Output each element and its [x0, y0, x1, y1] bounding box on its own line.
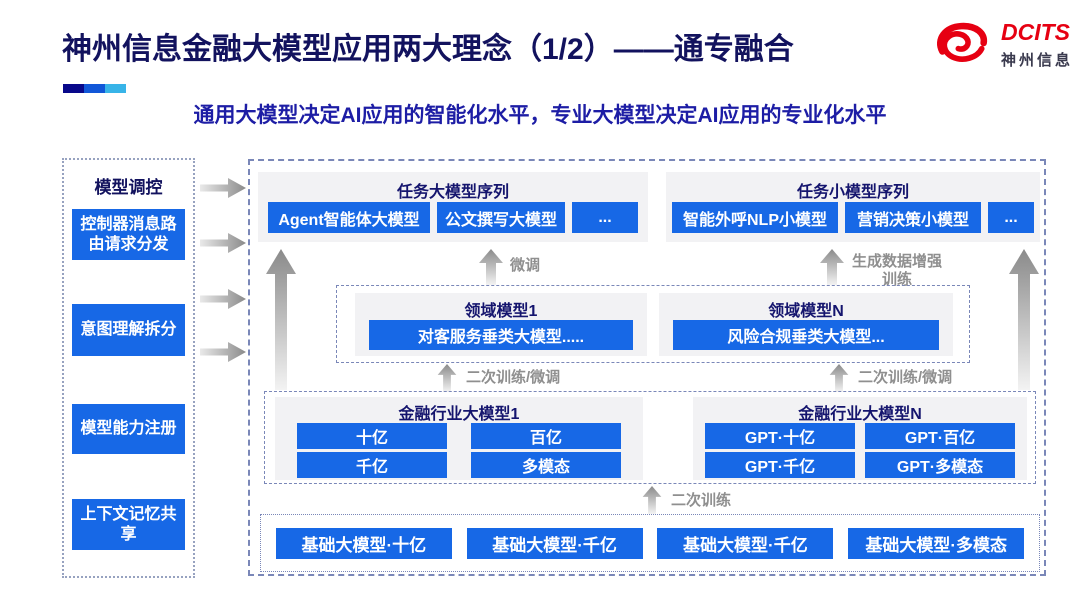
slide-subtitle: 通用大模型决定AI应用的智能化水平，专业大模型决定AI应用的专业化水平: [193, 104, 887, 127]
model-control-panel: 模型调控 控制器消息路由请求分发 意图理解拆分 模型能力注册 上下文记忆共享: [62, 158, 195, 578]
model-architecture-container: 任务大模型序列 Agent智能体大模型 公文撰写大模型 ... 任务小模型序列 …: [248, 159, 1046, 576]
sidebar-item-intent: 意图理解拆分: [72, 304, 185, 356]
arrow-up-icon: [437, 364, 457, 392]
node-scale: 百亿: [471, 423, 621, 449]
node-customer-service-model: 对客服务垂类大模型.....: [369, 320, 633, 350]
domain-model-n-panel: 领域模型N 风险合规垂类大模型...: [659, 293, 953, 356]
sidebar-item-router: 控制器消息路由请求分发: [72, 209, 185, 260]
arrow-right-icon: [200, 289, 246, 309]
sidebar-item-context: 上下文记忆共享: [72, 499, 185, 550]
node-marketing-model: 营销决策小模型: [845, 202, 981, 233]
dcits-swirl-icon: [933, 20, 993, 71]
node-risk-compliance-model: 风险合规垂类大模型...: [673, 320, 939, 350]
label-augment-training: 生成数据增强训练: [851, 253, 942, 288]
node-ellipsis: ...: [988, 202, 1034, 233]
label-finetune: 微调: [510, 257, 541, 274]
arrow-right-icon: [200, 233, 246, 253]
panel-title: 领域模型N: [768, 303, 844, 320]
task-small-model-panel: 任务小模型序列 智能外呼NLP小模型 营销决策小模型 ...: [666, 172, 1040, 242]
arrow-up-icon: [642, 486, 662, 514]
node-gpt-scale: GPT·千亿: [705, 452, 855, 478]
domain-model-1-panel: 领域模型1 对客服务垂类大模型.....: [355, 293, 647, 356]
sidebar-title: 模型调控: [94, 178, 163, 197]
industry-model-n-panel: 金融行业大模型N GPT·十亿 GPT·百亿 GPT·千亿 GPT·多模态: [693, 397, 1027, 480]
sidebar-item-register: 模型能力注册: [72, 404, 185, 454]
arrow-right-icon: [200, 178, 246, 198]
arrow-right-icon: [200, 342, 246, 362]
company-logo: DCITS 神州信息: [933, 20, 1073, 71]
node-scale: 多模态: [471, 452, 621, 478]
logo-text: DCITS: [1001, 19, 1070, 45]
arrow-up-icon: [820, 249, 844, 285]
node-gpt-scale: GPT·百亿: [865, 423, 1015, 449]
panel-title: 任务小模型序列: [796, 184, 909, 201]
panel-title: 金融行业大模型1: [398, 406, 520, 423]
node-gpt-scale: GPT·十亿: [705, 423, 855, 449]
industry-models-box: 金融行业大模型1 十亿 百亿 千亿 多模态 金融行业大模型N GPT·十亿 GP…: [264, 391, 1036, 484]
panel-title: 金融行业大模型N: [798, 406, 922, 423]
base-models-box: 基础大模型·十亿 基础大模型·千亿 基础大模型·千亿 基础大模型·多模态: [260, 514, 1040, 572]
panel-title: 领域模型1: [464, 303, 538, 320]
arrow-up-tall-icon: [266, 249, 296, 390]
label-retrain: 二次训练: [671, 492, 732, 509]
page-title: 神州信息金融大模型应用两大理念（1/2）——通专融合: [62, 33, 794, 66]
domain-models-box: 领域模型1 对客服务垂类大模型..... 领域模型N 风险合规垂类大模型...: [336, 285, 970, 363]
node-nlp-call-model: 智能外呼NLP小模型: [672, 202, 838, 233]
accent-segment-cyan: [105, 84, 126, 93]
accent-bar: [63, 84, 126, 93]
node-base-model: 基础大模型·千亿: [466, 527, 643, 559]
label-retrain-finetune: 二次训练/微调: [466, 369, 561, 386]
arrow-up-tall-icon: [1009, 249, 1039, 390]
node-gpt-scale: GPT·多模态: [865, 452, 1015, 478]
node-scale: 千亿: [297, 452, 447, 478]
accent-segment-navy: [63, 84, 84, 93]
accent-segment-blue: [84, 84, 105, 93]
task-large-model-panel: 任务大模型序列 Agent智能体大模型 公文撰写大模型 ...: [258, 172, 648, 242]
label-retrain-finetune: 二次训练/微调: [858, 369, 953, 386]
arrow-up-icon: [479, 249, 503, 285]
node-base-model: 基础大模型·多模态: [848, 527, 1025, 559]
node-base-model: 基础大模型·千亿: [657, 527, 834, 559]
logo-subtext: 神州信息: [1001, 52, 1074, 69]
node-agent-model: Agent智能体大模型: [268, 202, 430, 233]
node-document-model: 公文撰写大模型: [437, 202, 565, 233]
arrow-up-icon: [829, 364, 849, 392]
industry-model-1-panel: 金融行业大模型1 十亿 百亿 千亿 多模态: [275, 397, 643, 480]
node-base-model: 基础大模型·十亿: [275, 527, 452, 559]
node-ellipsis: ...: [572, 202, 638, 233]
panel-title: 任务大模型序列: [396, 184, 509, 201]
node-scale: 十亿: [297, 423, 447, 449]
